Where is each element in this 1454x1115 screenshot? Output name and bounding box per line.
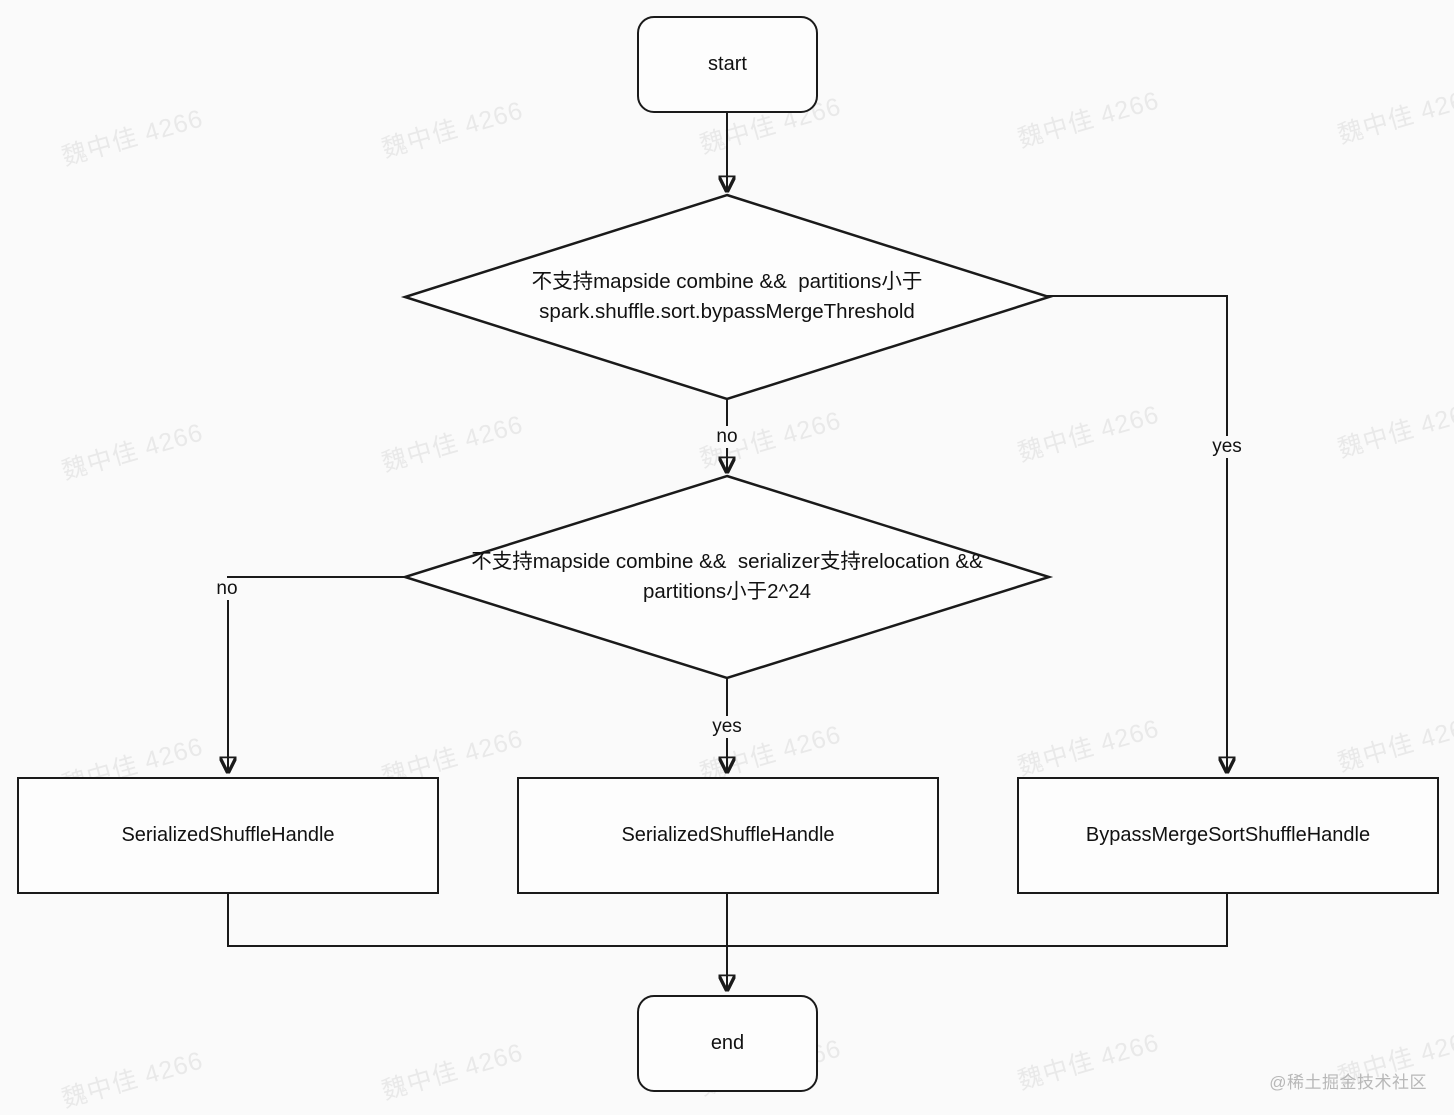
result-middle-label: SerializedShuffleHandle: [621, 824, 835, 846]
decision1-yes-label: yes: [1207, 436, 1247, 458]
result-node-serialized-shuffle-handle-middle: SerializedShuffleHandle: [517, 777, 939, 894]
decision1-label-line1: 不支持mapside combine && partitions小于: [531, 270, 923, 293]
result-left-label: SerializedShuffleHandle: [121, 824, 335, 846]
edge-decision1-yes: [1045, 295, 1227, 771]
decision1-node: 不支持mapside combine && partitions小于 spark…: [427, 267, 1027, 327]
decision1-diamond: [400, 193, 1054, 401]
result-node-serialized-shuffle-handle-left: SerializedShuffleHandle: [17, 777, 439, 894]
start-node-label: start: [708, 53, 747, 75]
decision2-label-line2: partitions小于2^24: [642, 580, 811, 603]
result-node-bypass-merge-sort-shuffle-handle: BypassMergeSortShuffleHandle: [1017, 777, 1439, 894]
end-node: end: [637, 995, 818, 1092]
decision2-label-line1: 不支持mapside combine && serializer支持reloca…: [471, 550, 983, 573]
community-credit: @稀土掘金技术社区: [1269, 1073, 1427, 1092]
decision2-node: 不支持mapside combine && serializer支持reloca…: [427, 547, 1027, 607]
end-node-label: end: [710, 1032, 745, 1054]
decision2-no-label: no: [211, 578, 243, 600]
result-right-label: BypassMergeSortShuffleHandle: [1085, 824, 1371, 846]
decision2-diamond: [400, 474, 1054, 680]
start-node: start: [637, 16, 818, 113]
decision1-no-label: no: [711, 426, 743, 448]
edge-decision2-no: [228, 576, 405, 771]
decision2-yes-label: yes: [707, 716, 747, 738]
decision1-label-line2: spark.shuffle.sort.bypassMergeThreshold: [539, 300, 915, 323]
